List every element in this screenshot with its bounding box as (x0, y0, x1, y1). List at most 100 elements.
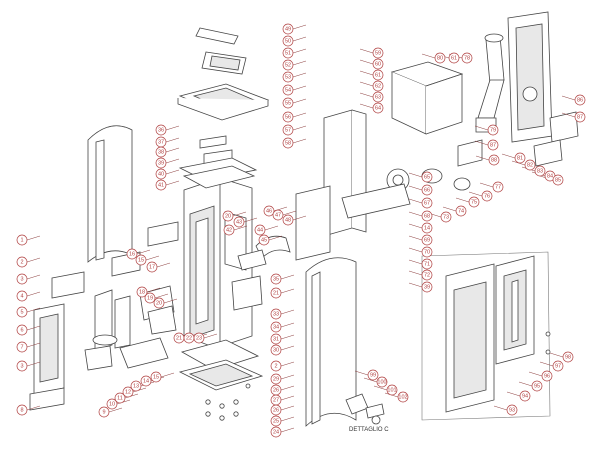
callout-number: 39 (424, 284, 430, 290)
part-callout-6: 6 (16, 324, 28, 336)
leader-line (479, 182, 494, 188)
leader-line (292, 112, 307, 118)
leader-line (165, 137, 180, 143)
leader-line (539, 361, 554, 367)
callout-number: 30 (273, 347, 279, 353)
middle-top-frame (178, 135, 258, 189)
part-callout-67: 67 (421, 197, 433, 209)
callout-number: 14 (143, 378, 149, 384)
part-callout-93: 93 (506, 404, 518, 416)
callout-number: 77 (495, 184, 501, 190)
leader-line (408, 223, 423, 229)
leader-line (243, 217, 258, 223)
callout-number: 15 (138, 257, 144, 263)
part-callout-1: 1 (16, 234, 28, 246)
part-callout-19: 19 (144, 292, 156, 304)
callout-number: 95 (534, 383, 540, 389)
leader-line (359, 92, 374, 98)
part-callout-10: 10 (106, 398, 118, 410)
part-callout-77: 77 (492, 181, 504, 193)
callout-number: 47 (275, 212, 281, 218)
callout-number: 85 (555, 177, 561, 183)
callout-number: 83 (537, 168, 543, 174)
part-callout-81: 81 (514, 152, 526, 164)
callout-number: 26 (273, 407, 279, 413)
part-callout-79: 79 (487, 124, 499, 136)
callout-number: 50 (285, 38, 291, 44)
callout-number: 11 (117, 395, 123, 401)
callout-number: 17 (149, 264, 155, 270)
chimney-pipe (475, 33, 505, 133)
left-small-components (84, 334, 169, 371)
part-callout-101: 101 (386, 384, 398, 396)
callout-number: 61 (451, 55, 457, 61)
part-callout-62: 62 (372, 80, 384, 92)
leader-line (359, 103, 374, 109)
top-components (177, 27, 270, 121)
callout-number: 8 (20, 407, 23, 413)
part-callout-65: 65 (421, 171, 433, 183)
callout-number: 37 (158, 139, 164, 145)
part-callout-72: 72 (421, 269, 433, 281)
part-callout-9: 9 (98, 406, 110, 418)
part-callout-56: 56 (282, 111, 294, 123)
leader-line (549, 352, 564, 358)
leader-line (108, 407, 123, 413)
part-callout-57: 57 (282, 124, 294, 136)
leader-line (26, 274, 41, 280)
callout-number: 76 (484, 193, 490, 199)
callout-number: 34 (273, 324, 279, 330)
callout-number: 10 (109, 401, 115, 407)
leader-line (506, 391, 521, 397)
right-back-panel (507, 11, 553, 143)
leader-line (518, 381, 533, 387)
callout-number: 44 (257, 227, 263, 233)
leader-line (26, 361, 41, 367)
leader-line (165, 180, 180, 186)
part-callout-66: 66 (421, 184, 433, 196)
part-callout-70: 70 (421, 246, 433, 258)
callout-number: 102 (398, 394, 407, 400)
callout-number: 21 (176, 335, 182, 341)
part-callout-12: 12 (122, 386, 134, 398)
callout-number: 61 (375, 72, 381, 78)
part-callout-100: 100 (376, 376, 388, 388)
leader-line (561, 95, 576, 101)
leader-line (373, 385, 388, 391)
part-callout-68: 68 (421, 210, 433, 222)
leader-line (474, 140, 489, 146)
callout-number: 58 (285, 140, 291, 146)
part-callout-98: 98 (562, 351, 574, 363)
leader-line (146, 287, 161, 293)
leader-line (292, 138, 307, 144)
callout-number: 26 (273, 387, 279, 393)
part-callout-16: 16 (126, 248, 138, 260)
callout-number: 72 (424, 272, 430, 278)
part-callout-48: 48 (282, 214, 294, 226)
leader-line (474, 125, 489, 131)
part-callout-17: 17 (146, 261, 158, 273)
callout-number: 29 (273, 376, 279, 382)
callout-number: 39 (158, 160, 164, 166)
leader-line (165, 125, 180, 131)
callout-number: 14 (424, 225, 430, 231)
part-callout-74: 74 (455, 205, 467, 217)
leader-line (280, 361, 295, 367)
callout-number: 25 (273, 418, 279, 424)
callout-number: 21 (273, 290, 279, 296)
part-callout-20: 20 (222, 210, 234, 222)
part-callout-15: 15 (135, 254, 147, 266)
callout-number: 3 (20, 276, 23, 282)
leader-line (280, 288, 295, 294)
bottom-plates (178, 339, 264, 391)
leader-line (292, 36, 307, 42)
part-callout-87: 87 (487, 139, 499, 151)
front-curved-panel (305, 257, 357, 427)
part-callout-64: 64 (372, 102, 384, 114)
part-callout-14: 14 (140, 375, 152, 387)
part-callout-85: 85 (552, 174, 564, 186)
part-callout-26: 26 (270, 404, 282, 416)
part-callout-35: 35 (270, 273, 282, 285)
middle-pipes (231, 235, 291, 311)
